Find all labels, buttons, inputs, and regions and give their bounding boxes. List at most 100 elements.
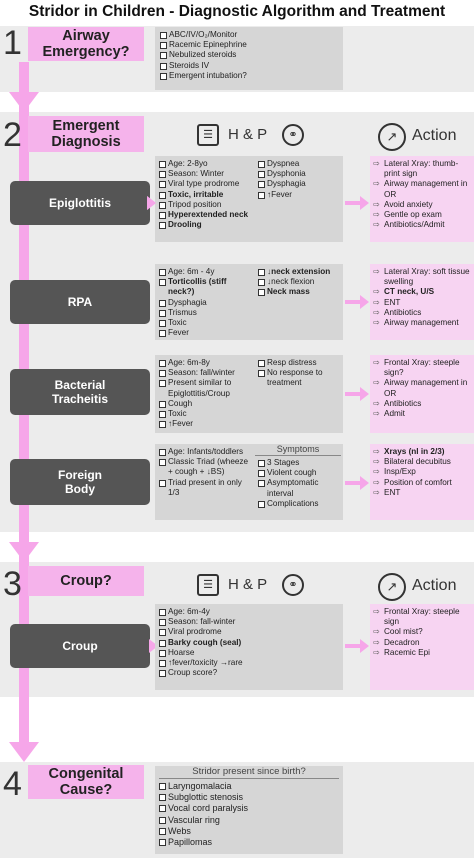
step2-line1: Emergent [52, 118, 120, 134]
congenital-item: Vocal cord paralysis [158, 803, 338, 814]
rpa-hp-box: Age: 6m - 4y Torticollis (stiff neck?) D… [155, 264, 343, 340]
hp-item: Dysphonia [257, 169, 341, 179]
step-number-1: 1 [3, 24, 22, 62]
syringe-icon: ↗ [378, 573, 406, 601]
hp-item: Cough [158, 399, 254, 409]
action-item: ENT [373, 298, 471, 308]
arrow-croup-to-action [345, 639, 369, 653]
hp-item: Croup score? [158, 668, 340, 678]
step-label-emergent-diagnosis: Emergent Diagnosis [28, 116, 144, 152]
checklist-item: ABC/IV/O₂/Monitor [159, 30, 339, 40]
dx-bacterial-tracheitis: Bacterial Tracheitis [10, 369, 150, 415]
arrow-fb-to-action [345, 476, 369, 490]
hp-item: Toxic [158, 318, 254, 328]
action-item: Lateral Xray: thumb-print sign [373, 159, 471, 179]
syringe-icon: ↗ [378, 123, 406, 151]
fb-hp-box: Age: Infants/toddlers Classic Triad (whe… [155, 444, 343, 520]
hp-item: ↑fever/toxicity →rare [158, 658, 340, 668]
hp-item: Tripod position [158, 200, 254, 210]
hp-item: ↑Fever [158, 419, 254, 429]
hp-item: Dysphagia [257, 179, 341, 189]
fb-action-box: Xrays (nl in 2/3) Bilateral decubitus In… [370, 444, 474, 520]
checklist-item: Racemic Epinephrine [159, 40, 339, 50]
hp-header: H & P [228, 576, 268, 593]
step-number-4: 4 [3, 765, 22, 803]
dx-epiglottitis-label: Epiglottitis [49, 196, 111, 210]
action-item: Antibiotics [373, 399, 471, 409]
croup-action-box: Frontal Xray: steeple sign Cool mist? De… [370, 604, 474, 690]
hp-item: Age: 6m - 4y [158, 267, 254, 277]
hp-item: Drooling [158, 220, 254, 230]
action-item: Gentle op exam [373, 210, 471, 220]
checklist-item: Nebulized steroids [159, 50, 339, 60]
clipboard-icon: ☰ [197, 124, 219, 146]
dx-bt-line2: Tracheitis [51, 392, 109, 406]
action-item: Antibiotics/Admit [373, 220, 471, 230]
flow-arrow-to-step4 [9, 742, 39, 762]
hp-item: Complications [257, 499, 341, 509]
dx-croup-label: Croup [62, 639, 98, 653]
hp-item: Classic Triad (wheeze + cough + ↓BS) [158, 457, 252, 477]
hp-item: Season: Winter [158, 169, 254, 179]
hp-item: 3 Stages [257, 458, 341, 468]
arrow-rpa-to-action [345, 295, 369, 309]
step-number-2: 2 [3, 116, 22, 154]
flow-arrow-to-step2 [9, 92, 39, 112]
croup-hp-box: Age: 6m-4y Season: fall-winter Viral pro… [155, 604, 343, 690]
epi-action-box: Lateral Xray: thumb-print sign Airway ma… [370, 156, 474, 242]
step4-line2: Cause? [59, 782, 113, 798]
step2-line2: Diagnosis [51, 134, 121, 150]
action-header: Action [412, 577, 457, 594]
hp-item: Triad present in only 1/3 [158, 478, 252, 498]
dx-foreign-body: Foreign Body [10, 459, 150, 505]
epi-hp-box: Age: 2-8yo Season: Winter Viral type pro… [155, 156, 343, 242]
action-item: Lateral Xray: soft tissue swelling [373, 267, 471, 287]
hp-item: ↓neck extension [257, 267, 341, 277]
hp-item: Viral type prodrome [158, 179, 254, 189]
hp-item: Fever [158, 328, 254, 338]
step1-line2: Emergency? [42, 44, 130, 60]
hp-item: Trismus [158, 308, 254, 318]
dx-rpa: RPA [10, 280, 150, 324]
symptoms-header: Symptoms [276, 444, 320, 454]
step3-line1: Croup? [60, 573, 112, 589]
step1-line1: Airway [62, 28, 110, 44]
hp-item: Torticollis (stiff neck?) [158, 277, 254, 297]
step-number-3: 3 [3, 565, 22, 603]
hp-item: Toxic, irritable [158, 190, 254, 200]
step-label-congenital-cause: Congenital Cause? [28, 765, 144, 799]
action-item: Racemic Epi [373, 648, 471, 658]
dx-fb-line1: Foreign [58, 468, 102, 482]
action-item: Decadron [373, 638, 471, 648]
hp-item: ↑Fever [257, 190, 341, 200]
hp-item: Age: 2-8yo [158, 159, 254, 169]
action-item: Bilateral decubitus [373, 457, 471, 467]
hp-item: Hoarse [158, 648, 340, 658]
action-item: Frontal Xray: steeple sign [373, 607, 471, 627]
action-item: Admit [373, 409, 471, 419]
congenital-box: Stridor present since birth? Laryngomala… [155, 766, 343, 854]
page-title: Stridor in Children - Diagnostic Algorit… [28, 3, 446, 20]
congenital-item: Subglottic stenosis [158, 792, 338, 803]
action-item: Xrays (nl in 2/3) [373, 447, 471, 457]
action-item: Avoid anxiety [373, 200, 471, 210]
step-label-airway-emergency: Airway Emergency? [28, 27, 144, 61]
arrow-bt-to-action [345, 387, 369, 401]
congenital-divider [159, 778, 339, 779]
dx-fb-line2: Body [65, 482, 95, 496]
action-item: Airway management in OR [373, 179, 471, 199]
stethoscope-icon: ⚭ [282, 124, 304, 146]
action-item: Cool mist? [373, 627, 471, 637]
hp-item: Violent cough [257, 468, 341, 478]
rpa-action-box: Lateral Xray: soft tissue swelling CT ne… [370, 264, 474, 340]
hp-item: Dyspnea [257, 159, 341, 169]
hp-item: Asymptomatic interval [257, 478, 341, 498]
hp-item: Age: 6m-8y [158, 358, 254, 368]
flow-arrow-to-step3 [9, 542, 39, 562]
hp-item: Barky cough (seal) [158, 638, 340, 648]
stethoscope-icon: ⚭ [282, 574, 304, 596]
dx-epiglottitis: Epiglottitis [10, 181, 150, 225]
action-item: CT neck, U/S [373, 287, 471, 297]
action-item: Airway management [373, 318, 471, 328]
step4-line1: Congenital [48, 766, 124, 782]
